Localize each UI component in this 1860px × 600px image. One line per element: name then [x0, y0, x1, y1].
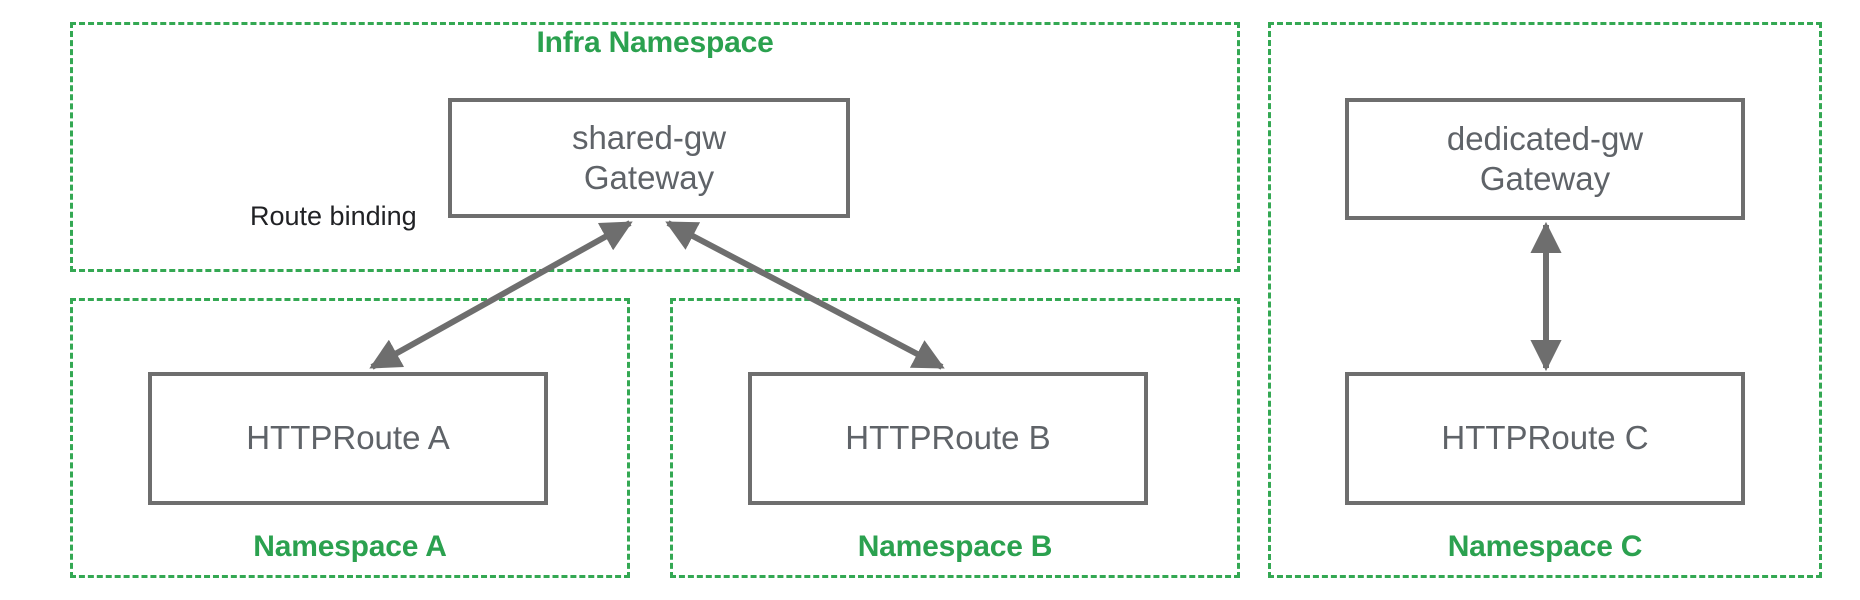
resource-httproute-b[interactable]: HTTPRoute B: [748, 372, 1148, 505]
resource-httproute-a[interactable]: HTTPRoute A: [148, 372, 548, 505]
namespace-infra-box: [70, 22, 1240, 272]
namespace-a-box: [70, 298, 630, 578]
httproute-a-name: HTTPRoute A: [246, 419, 450, 457]
namespace-c-box: [1268, 22, 1822, 578]
resource-dedicated-gw-gateway[interactable]: dedicated-gw Gateway: [1345, 98, 1745, 220]
namespace-c-label: Namespace C: [1447, 530, 1643, 563]
resource-httproute-c[interactable]: HTTPRoute C: [1345, 372, 1745, 505]
namespace-infra-label: Infra Namespace: [536, 26, 774, 59]
namespace-b-label: Namespace B: [857, 530, 1053, 563]
shared-gw-kind: Gateway: [583, 159, 715, 196]
resource-shared-gw-gateway[interactable]: shared-gw Gateway: [448, 98, 850, 218]
httproute-b-name: HTTPRoute B: [845, 419, 1051, 457]
namespace-a-label: Namespace A: [253, 530, 447, 563]
namespace-b-box: [670, 298, 1240, 578]
dedicated-gw-kind: Gateway: [1479, 160, 1611, 197]
httproute-c-name: HTTPRoute C: [1441, 419, 1649, 457]
route-binding-label: Route binding: [250, 201, 417, 231]
dedicated-gw-name: dedicated-gw: [1446, 119, 1644, 157]
shared-gw-name: shared-gw: [571, 118, 727, 156]
